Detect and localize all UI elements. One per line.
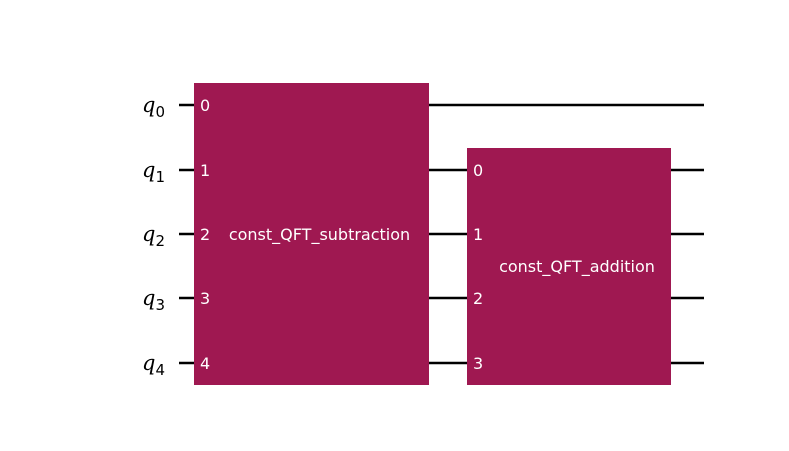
qubit-index: 4 [155,361,165,379]
gates: 0 1 2 3 4 const_QFT_subtraction 0 1 2 3 const_QFT_… [194,83,671,385]
qubit-index: 0 [155,103,165,121]
qubit-label-3: q3 [142,286,165,314]
gate-label: const_QFT_subtraction [229,225,410,245]
qubit-label-1: q1 [142,158,165,186]
gate-port-label: 3 [200,289,210,308]
qubit-symbol: q [142,286,155,310]
gate-port-label: 0 [473,161,483,180]
qubit-symbol: q [142,351,155,375]
gate-port-label: 1 [473,225,483,244]
qubit-symbol: q [142,93,155,117]
qubit-index: 1 [155,168,165,186]
qubit-symbol: q [142,222,155,246]
qubit-index: 2 [155,232,165,250]
gate-const_QFT_addition: 0 1 2 3 const_QFT_addition [467,148,671,385]
qubit-label-4: q4 [142,351,165,379]
gate-port-label: 1 [200,161,210,180]
qubit-index: 3 [155,296,165,314]
gate-label: const_QFT_addition [499,257,655,277]
qubit-label-2: q2 [142,222,165,250]
gate-port-label: 4 [200,354,210,373]
qubit-label-0: q0 [142,93,165,121]
gate-box [467,148,671,385]
gate-box [194,83,429,385]
qubit-symbol: q [142,158,155,182]
gate-port-label: 0 [200,96,210,115]
gate-port-label: 3 [473,354,483,373]
gate-port-label: 2 [200,225,210,244]
gate-const_QFT_subtraction: 0 1 2 3 4 const_QFT_subtraction [194,83,429,385]
gate-port-label: 2 [473,289,483,308]
